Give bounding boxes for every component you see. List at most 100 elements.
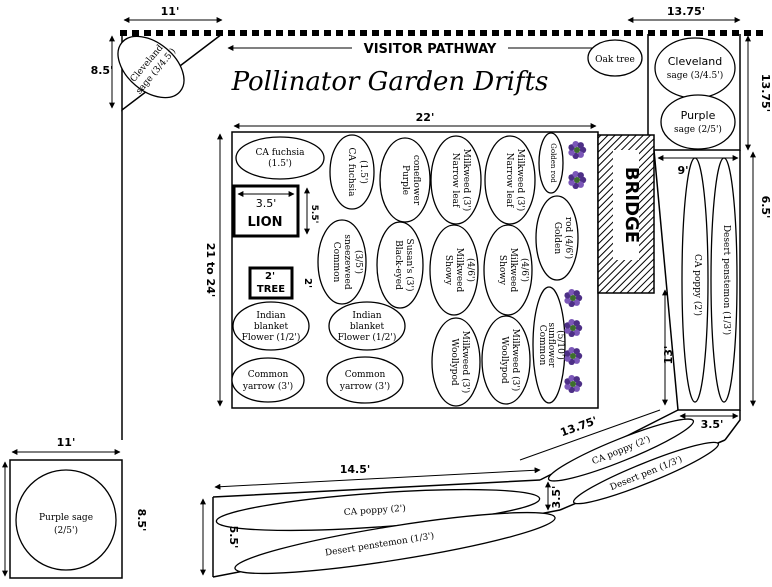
purple-coneflower-label-1: Purple	[400, 165, 410, 195]
flower-center	[574, 147, 580, 153]
narrow1-label-2: Milkweed (3')	[461, 149, 472, 212]
ca-fuchsia-b-label-2: (1.5')	[358, 160, 369, 184]
cleveland-sage-top-right	[654, 37, 736, 99]
page-title: Pollinator Garden Drifts	[231, 67, 549, 97]
flower-icon	[564, 318, 583, 338]
golden-rod-big-label-2: rod (4/6')	[563, 217, 574, 259]
flower-petal	[577, 142, 584, 149]
dim-21-24-label: 21 to 24'	[204, 243, 217, 297]
indian1-label-2: blanket	[254, 322, 289, 332]
woollypod-milkweed-1	[431, 317, 481, 407]
flower-petal	[573, 290, 580, 297]
purple-coneflower-label-2: coneflower	[411, 155, 421, 206]
narrow1-label-1: Narrow leaf	[450, 153, 460, 208]
purple-sage-bl-label-1: Purple sage	[39, 513, 93, 523]
flower-icon	[564, 346, 583, 366]
flower-petal	[572, 170, 579, 178]
sunflower-label-2: sunflower	[546, 323, 556, 369]
sneezeweed-label-3: (3/5')	[353, 250, 364, 274]
flower-petal	[577, 181, 584, 188]
purple-sage-top-right	[660, 94, 736, 150]
purple-sage-bl-label-2: (2/5')	[54, 525, 78, 536]
common-yarrow-2	[326, 356, 404, 404]
dim-55-lion-label: 5.5'	[309, 205, 319, 224]
dim-1375-top-label: 13.75'	[667, 5, 705, 18]
flower-center	[570, 325, 576, 331]
showy1-label-2: Milkweed	[454, 248, 464, 293]
ca-fuchsia-a-label-2: (1.5')	[268, 158, 292, 169]
desert-pen-diag	[572, 441, 720, 505]
ca-fuchsia-b-label-1: CA fuchsia	[346, 147, 356, 197]
tree-label: TREE	[257, 284, 285, 295]
dim-35-bottom-label: 3.5'	[550, 486, 563, 509]
lion-label: LION	[247, 215, 282, 230]
flower-petal	[573, 348, 580, 355]
yarrow2-label-1: Common	[345, 370, 386, 380]
sneezeweed-label-1: Common	[331, 242, 341, 283]
dim-1375-right-label: 13.75'	[759, 74, 772, 112]
purple-sage-bottom-left	[15, 469, 117, 571]
flower-icon-group	[564, 140, 587, 394]
indian1-label-3: Flower (1/2')	[242, 332, 301, 343]
dim-145-label: 14.5'	[340, 463, 371, 476]
purple-sage-tr-label-1: Purple	[681, 109, 716, 122]
dim-35-right-label: 3.5'	[701, 418, 724, 431]
dim-2-tree-b-label: 2'	[302, 278, 313, 288]
ca-poppy-right-label: CA poppy (2')	[692, 254, 703, 316]
flower-icon	[564, 374, 583, 394]
blackeyed-label-1: Black-eyed	[393, 240, 403, 290]
dim-55-bottom-label: 5.5'	[227, 526, 240, 549]
flower-petal	[568, 179, 575, 186]
showy2-label-2: Milkweed	[508, 248, 518, 293]
cleveland-sage-tr-label-1: Cleveland	[668, 55, 723, 68]
blackeyed-label-2: Susan's (3')	[404, 239, 415, 292]
pathway-label: VISITOR PATHWAY	[364, 42, 497, 57]
flower-petal	[564, 297, 571, 304]
ca-poppy-diag	[547, 418, 695, 482]
flower-petal	[573, 385, 580, 392]
dim-22-label: 22'	[416, 111, 435, 124]
flower-icon	[568, 170, 587, 190]
dim-11-bl-label: 11'	[57, 436, 76, 449]
common-yarrow-1	[231, 357, 305, 403]
woolly1-label-2: Milkweed (3')	[460, 331, 471, 394]
flower-petal	[564, 355, 571, 362]
bridge-label-bg	[613, 150, 639, 260]
dim-35-lion-label: 3.5'	[256, 197, 277, 210]
narrow2-label-1: Narrow leaf	[504, 153, 514, 208]
desert-pen-right-label: Desert penstemon (1/3')	[721, 225, 732, 335]
cleveland-sage-top-left	[117, 35, 185, 99]
flower-petal	[564, 383, 571, 390]
golden-rod-big-label-1: Golden	[552, 222, 562, 255]
top-right-bed-outline	[647, 34, 741, 151]
showy1-label-1: Showy	[443, 255, 453, 286]
showy2-label-1: Showy	[497, 255, 507, 286]
flower-icon	[568, 140, 587, 160]
flower-petal	[568, 318, 575, 326]
dim-2-tree-a-label: 2'	[265, 271, 275, 282]
showy1-label-3: (4/6')	[465, 258, 476, 282]
oak-tree-label: Oak tree	[595, 55, 635, 65]
flower-petal	[568, 149, 575, 156]
narrow2-label-2: Milkweed (3')	[515, 149, 526, 212]
flower-icon	[564, 288, 583, 308]
dim-9-label: 9'	[677, 164, 688, 177]
dim-85-bl-label: 8.5'	[135, 509, 148, 532]
right-strip-outline	[653, 149, 741, 411]
sneezeweed-label-2: sneezeweed	[342, 234, 352, 289]
dim-65-label: 6.5'	[759, 196, 772, 219]
indian-blanket-2	[328, 301, 406, 351]
flower-center	[574, 177, 580, 183]
golden-rod-small-label: Golden rod	[549, 143, 557, 183]
flower-center	[570, 295, 576, 301]
narrow-leaf-milkweed-2	[484, 135, 536, 225]
yarrow2-label-2: yarrow (3')	[339, 381, 390, 392]
cleveland-sage-tr-label-2: sage (3/4.5')	[667, 70, 724, 81]
flower-petal	[573, 299, 580, 306]
oak-tree	[587, 39, 643, 77]
showy-milkweed-2	[483, 224, 533, 316]
dim-13-label: 13'	[662, 346, 675, 365]
golden-rod-small	[538, 132, 564, 194]
indian2-label-2: blanket	[350, 322, 385, 332]
